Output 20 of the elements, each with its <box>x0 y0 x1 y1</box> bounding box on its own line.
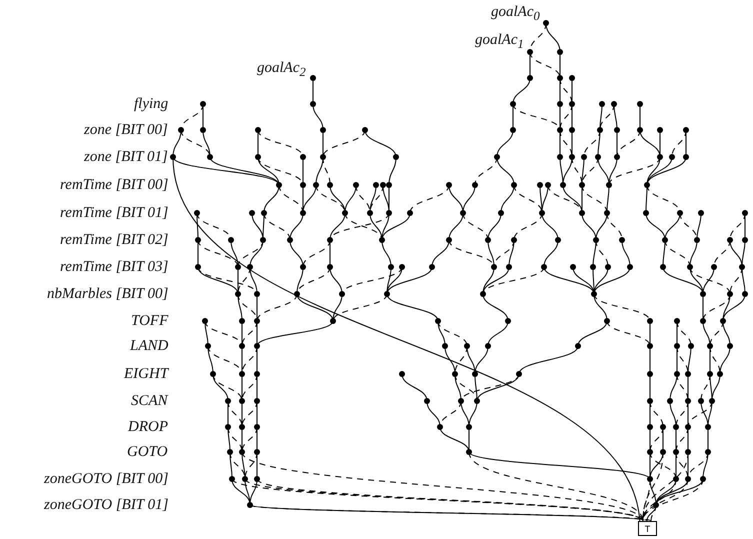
level-label: remTime [BIT 01] <box>60 205 168 221</box>
level-label: zone [BIT 01] <box>84 149 168 165</box>
level-label: LAND <box>130 338 168 354</box>
level-label: remTime [BIT 03] <box>60 259 168 275</box>
level-label: flying <box>134 96 168 112</box>
level-label: goalAc$_{2}$ <box>257 60 306 80</box>
level-label: zone [BIT 00] <box>84 122 168 138</box>
level-label: zoneGOTO [BIT 00] <box>44 471 168 487</box>
level-label: remTime [BIT 00] <box>60 177 168 193</box>
level-label: goalAc$_{0}$ <box>491 4 540 24</box>
terminal-box: T <box>638 521 657 536</box>
level-label: GOTO <box>127 444 168 460</box>
level-label: EIGHT <box>124 366 168 382</box>
level-label: nbMarbles [BIT 00] <box>47 286 168 302</box>
level-label: remTime [BIT 02] <box>60 232 168 248</box>
level-label: goalAc$_{1}$ <box>475 32 524 52</box>
level-label: SCAN <box>131 393 168 409</box>
level-label: DROP <box>128 419 168 435</box>
level-label: TOFF <box>131 313 168 329</box>
level-label: zoneGOTO [BIT 01] <box>44 497 168 513</box>
